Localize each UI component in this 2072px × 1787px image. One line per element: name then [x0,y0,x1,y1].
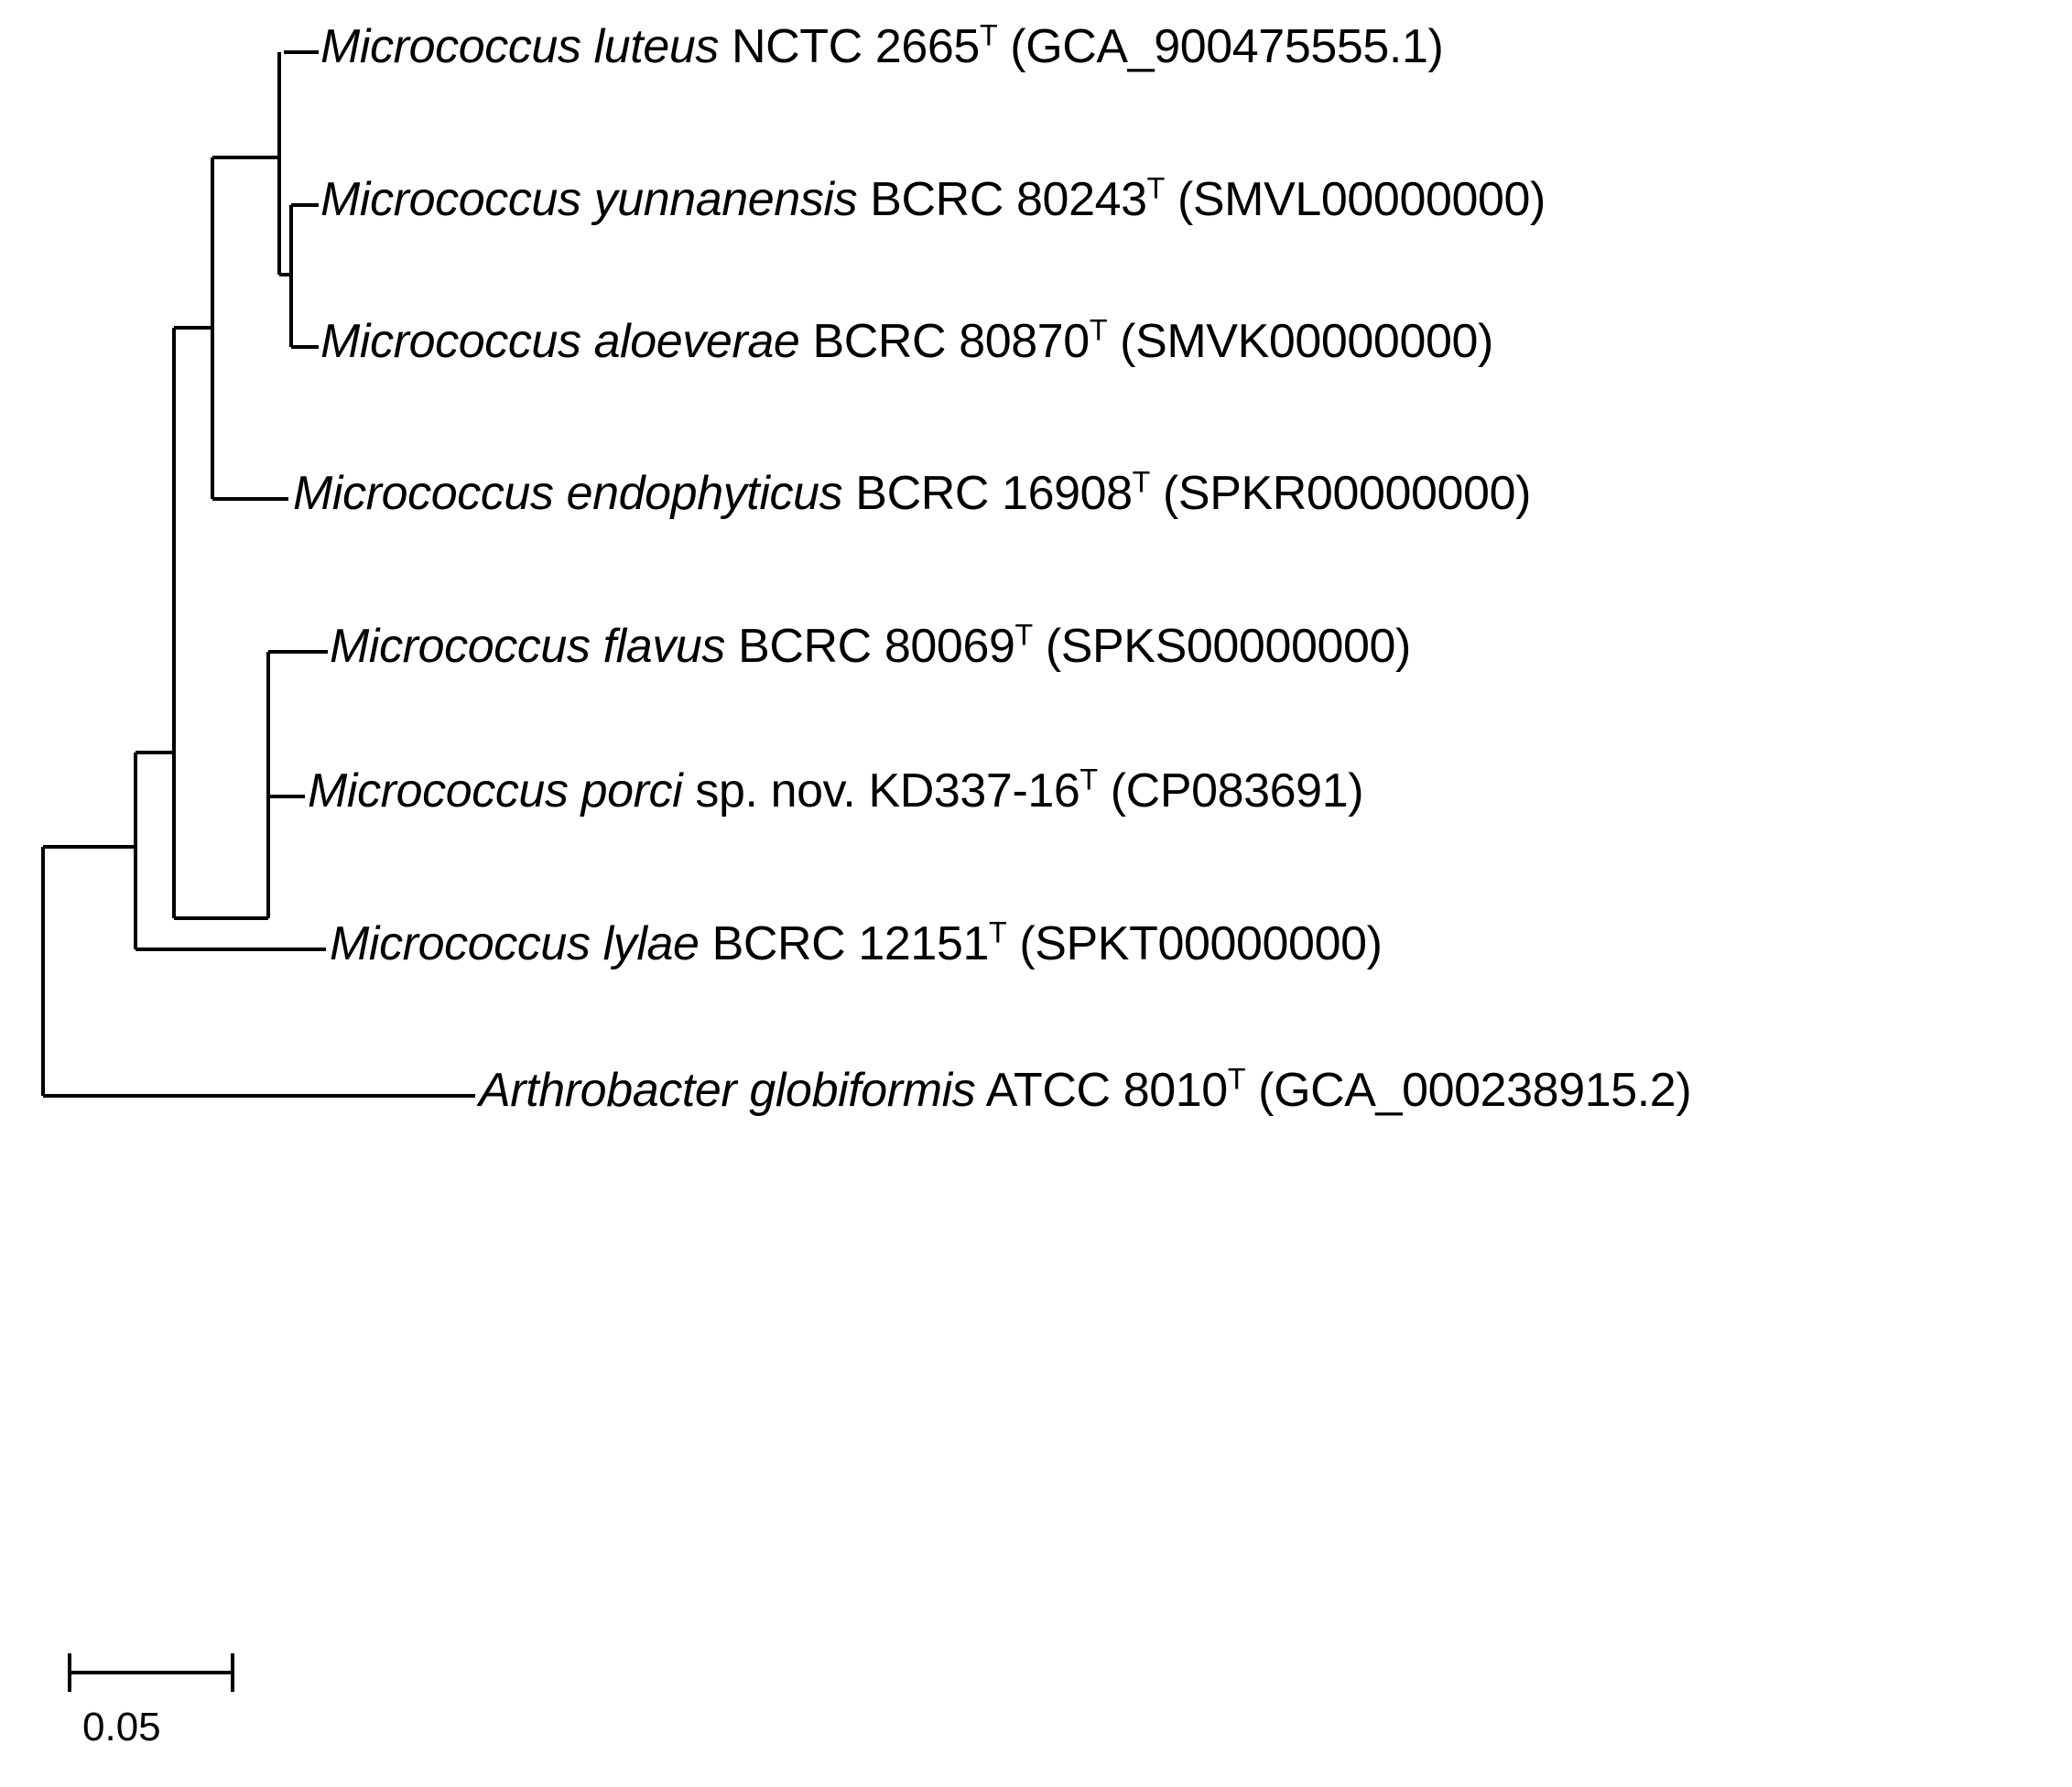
taxon-accession-arthrobacter: (GCA_000238915.2) [1245,1064,1692,1117]
taxon-accession-flavus: (SPKS00000000) [1032,620,1412,673]
tip-label-micrococcus-lylae: Micrococcus lylae BCRC 12151T (SPKT00000… [330,917,1383,970]
tip-label-micrococcus-aloeverae: Micrococcus aloeverae BCRC 80870T (SMVK0… [320,315,1493,368]
type-strain-marker-luteus: T [979,18,998,52]
taxon-accession-porci: (CP083691) [1097,764,1364,818]
tip-label-arthrobacter-globiformis: Arthrobacter globiformis ATCC 8010T (GCA… [479,1064,1692,1117]
type-strain-marker-yunnanensis: T [1146,171,1166,205]
taxon-name-yunnanensis: Micrococcus yunnanensis [320,173,858,226]
tip-label-micrococcus-yunnanensis: Micrococcus yunnanensis BCRC 80243T (SMV… [320,173,1546,226]
tip-label-micrococcus-endophyticus: Micrococcus endophyticus BCRC 16908T (SP… [293,467,1532,520]
taxon-name-porci: Micrococcus porci [308,764,683,818]
taxon-strain-aloeverae: BCRC 80870 [799,315,1090,368]
type-strain-marker-arthrobacter: T [1227,1062,1246,1096]
type-strain-marker-lylae: T [988,915,1007,949]
taxon-name-aloeverae: Micrococcus aloeverae [320,315,800,368]
taxon-strain-luteus: NCTC 2665 [718,20,980,73]
taxon-name-arthrobacter: Arthrobacter globiformis [479,1064,976,1117]
taxon-strain-yunnanensis: BCRC 80243 [857,173,1147,226]
taxon-accession-yunnanensis: (SMVL00000000) [1164,173,1546,226]
taxon-strain-porci: sp. nov. KD337-16 [682,764,1080,818]
taxon-accession-endophyticus: (SPKR00000000) [1149,467,1532,520]
type-strain-marker-flavus: T [1014,618,1033,652]
taxon-accession-lylae: (SPKT00000000) [1006,917,1383,970]
taxon-name-endophyticus: Micrococcus endophyticus [293,467,843,520]
tip-label-micrococcus-flavus: Micrococcus flavus BCRC 80069T (SPKS0000… [330,620,1412,673]
taxon-name-flavus: Micrococcus flavus [330,620,726,673]
taxon-accession-aloeverae: (SMVK00000000) [1107,315,1493,368]
taxon-strain-flavus: BCRC 80069 [725,620,1015,673]
taxon-accession-luteus: (GCA_900475555.1) [997,20,1444,73]
tip-label-micrococcus-porci: Micrococcus porci sp. nov. KD337-16T (CP… [308,763,1364,818]
type-strain-marker-aloeverae: T [1089,313,1108,347]
taxon-name-lylae: Micrococcus lylae [330,917,700,970]
tip-label-micrococcus-luteus: Micrococcus luteus NCTC 2665T (GCA_90047… [320,20,1444,73]
scale-bar-label: 0.05 [82,1705,161,1749]
taxon-strain-arthrobacter: ATCC 8010 [975,1064,1229,1117]
taxon-name-luteus: Micrococcus luteus [320,20,719,73]
type-strain-marker-endophyticus: T [1132,465,1151,499]
taxon-strain-lylae: BCRC 12151 [699,917,990,970]
type-strain-marker-porci: T [1079,763,1098,796]
taxon-strain-endophyticus: BCRC 16908 [842,467,1133,520]
